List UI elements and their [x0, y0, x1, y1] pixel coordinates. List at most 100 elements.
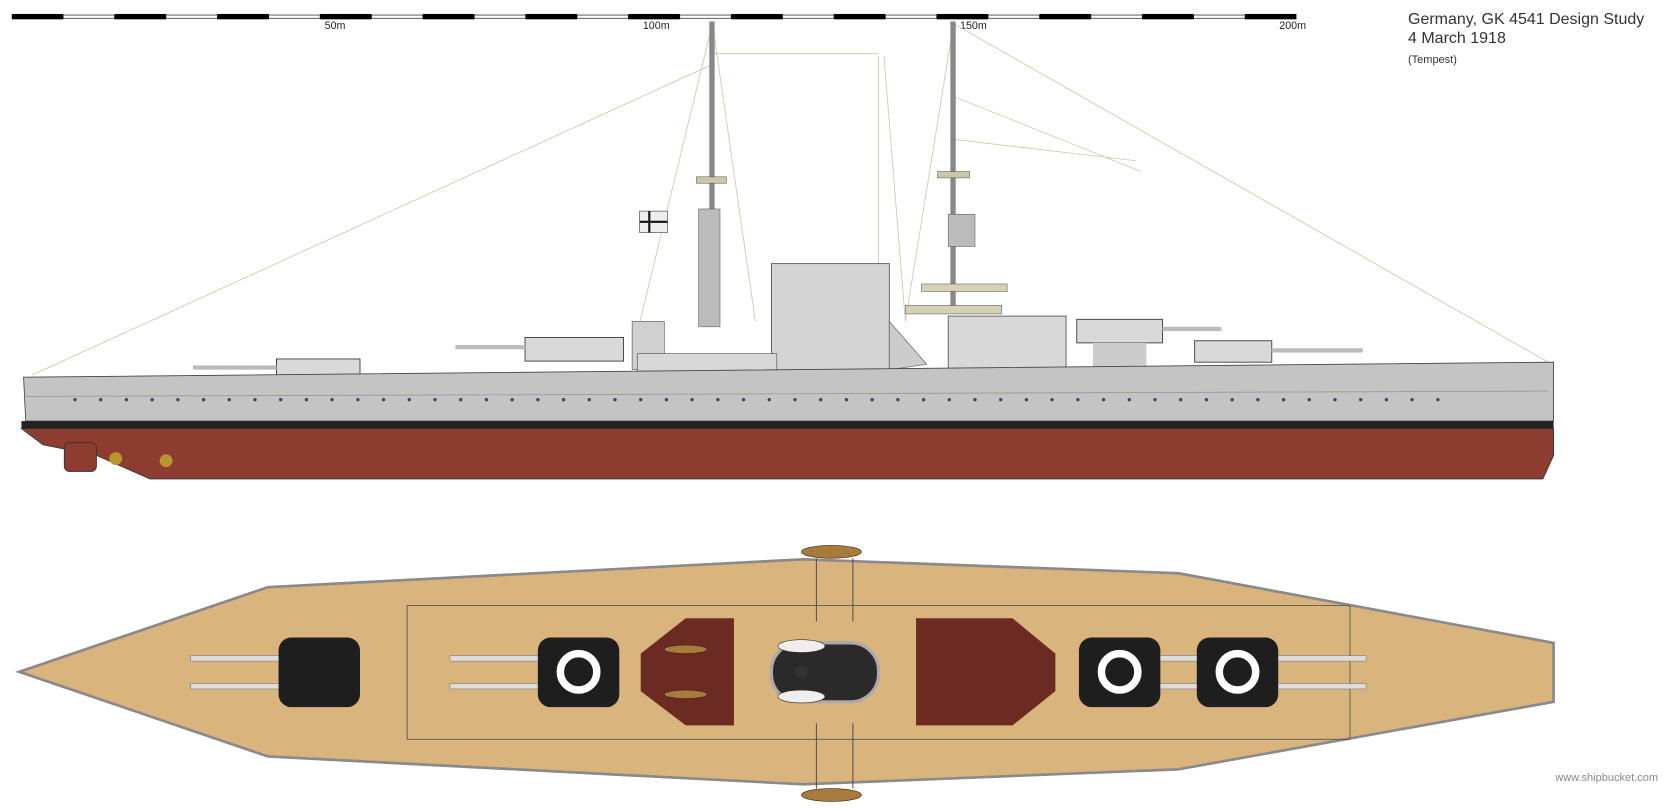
porthole	[767, 397, 772, 402]
porthole	[639, 397, 643, 402]
turret-top	[190, 637, 360, 708]
scale-segment	[11, 13, 64, 20]
top-view	[15, 545, 1555, 802]
turret-ring	[1097, 649, 1142, 694]
porthole	[124, 397, 129, 402]
porthole	[1436, 397, 1440, 402]
hull-red	[20, 428, 1554, 480]
turret-body	[1196, 637, 1279, 708]
turret-ring	[1215, 649, 1260, 694]
boats	[663, 545, 862, 802]
porthole	[561, 397, 566, 402]
ensign-flag-icon	[639, 210, 668, 233]
porthole	[1024, 397, 1029, 402]
porthole	[844, 397, 849, 402]
porthole	[1410, 397, 1414, 402]
porthole	[1384, 397, 1389, 402]
porthole	[1101, 397, 1106, 402]
turret-body	[1078, 637, 1161, 708]
turret-top	[449, 637, 620, 708]
scale-segment	[473, 14, 526, 19]
scale-segment	[628, 13, 680, 20]
porthole	[1281, 397, 1286, 402]
porthole	[253, 397, 257, 402]
scale-segment	[114, 13, 166, 20]
turret-side-d	[192, 358, 361, 379]
scale-segment	[936, 13, 989, 20]
turret-side-b	[1194, 340, 1363, 363]
porthole	[1179, 397, 1183, 402]
porthole	[433, 397, 437, 402]
porthole	[330, 397, 334, 402]
porthole	[1230, 397, 1234, 402]
scale-segment	[833, 13, 886, 20]
porthole	[1359, 397, 1363, 402]
bridge	[947, 315, 1067, 371]
porthole	[870, 397, 874, 402]
scale-segment	[268, 14, 321, 19]
scale-segment	[1142, 13, 1194, 20]
turret-side-c	[455, 337, 624, 362]
date-line: 4 March 1918	[1408, 30, 1506, 47]
porthole	[176, 397, 180, 402]
propeller	[109, 452, 123, 466]
porthole	[279, 397, 283, 402]
deck-forecastle-line	[406, 604, 1351, 740]
porthole	[1204, 397, 1209, 402]
porthole	[690, 397, 694, 402]
porthole	[613, 397, 617, 402]
turret-body	[278, 637, 360, 708]
watermark: www.shipbucket.com	[1555, 772, 1658, 784]
scale-segment	[525, 13, 578, 20]
main-mast	[709, 21, 715, 322]
gun-barrel	[449, 655, 539, 662]
porthole	[973, 397, 977, 402]
boot-top	[21, 421, 1554, 429]
portholes	[73, 397, 1440, 402]
author-credit: (Tempest)	[1408, 54, 1457, 66]
rudder	[63, 442, 97, 472]
porthole	[921, 397, 926, 402]
gun-barrel	[190, 683, 279, 690]
porthole	[510, 397, 514, 402]
porthole	[1333, 397, 1337, 402]
scale-segment	[731, 13, 783, 20]
scale-bar	[11, 13, 1297, 20]
after-superstructure	[640, 618, 734, 726]
scale-segment	[679, 14, 732, 19]
scale-label-150m: 150m	[960, 20, 987, 32]
scale-segment	[1090, 14, 1143, 19]
scale-label-100m: 100m	[643, 20, 670, 32]
scale-segment	[1245, 13, 1297, 20]
porthole	[201, 397, 206, 402]
scale-segment	[576, 14, 629, 19]
porthole	[664, 397, 669, 402]
scale-segment	[217, 13, 269, 20]
scale-segment	[1039, 13, 1091, 20]
scale-segment	[62, 14, 115, 19]
drawing-title-block: Germany, GK 4541 Design Study 4 March 19…	[1408, 10, 1644, 70]
side-profile	[20, 21, 1554, 480]
porthole	[716, 397, 720, 402]
porthole	[1256, 397, 1260, 402]
scale-label-200m: 200m	[1279, 20, 1306, 32]
porthole	[484, 397, 489, 402]
porthole	[459, 397, 463, 402]
porthole	[304, 397, 309, 402]
gun-barrel	[1277, 683, 1367, 690]
porthole	[1076, 397, 1080, 402]
porthole	[356, 397, 360, 402]
porthole	[150, 397, 154, 402]
scale-segment	[782, 14, 835, 19]
turret-ring	[556, 649, 601, 694]
funnel	[770, 263, 890, 372]
porthole	[1127, 397, 1131, 402]
porthole	[381, 397, 386, 402]
porthole	[793, 397, 797, 402]
porthole	[999, 397, 1003, 402]
porthole	[536, 397, 540, 402]
fore-superstructure	[916, 618, 1056, 726]
scale-segment	[320, 13, 372, 20]
rigging	[31, 23, 1549, 376]
